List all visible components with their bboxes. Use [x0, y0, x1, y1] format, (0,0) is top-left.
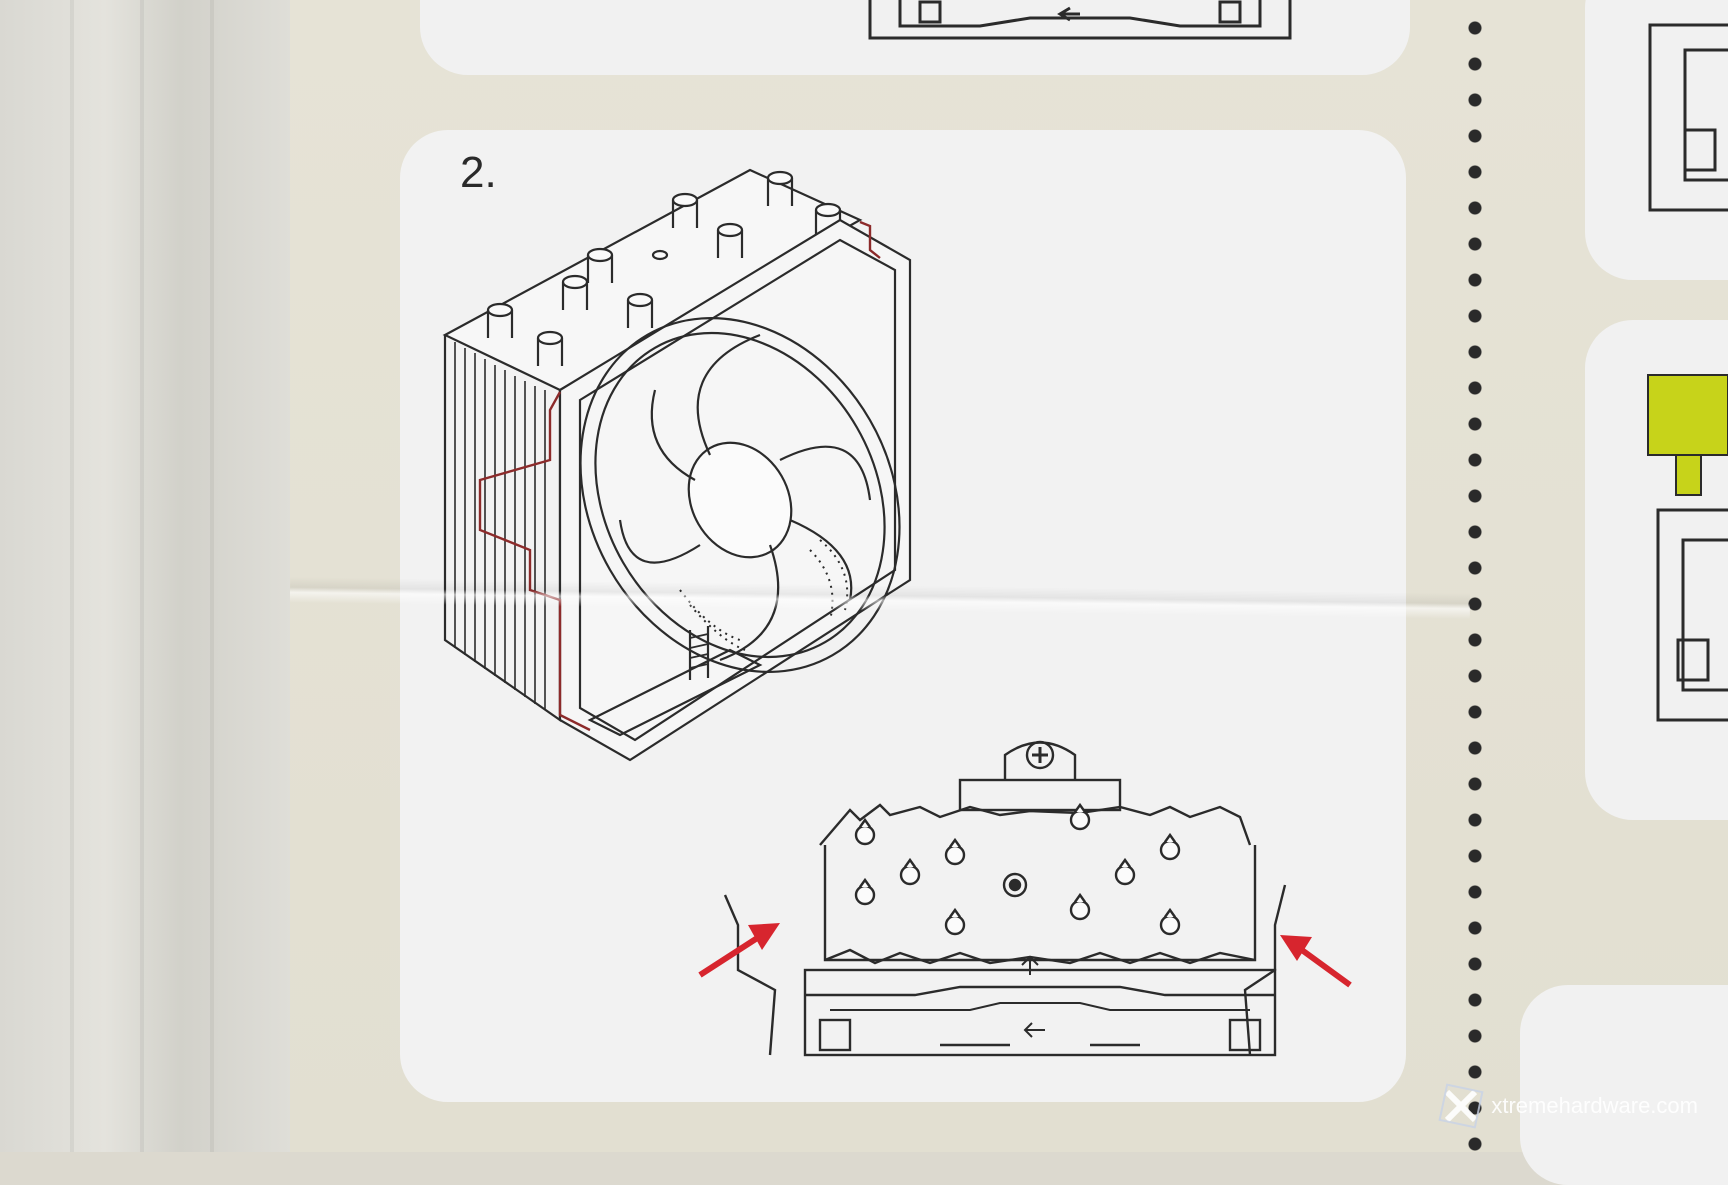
adjacent-panel-bottom: [1520, 985, 1728, 1185]
red-arrow-icon: [1280, 935, 1352, 988]
adjacent-step-diagram-top: [1648, 23, 1728, 212]
x-logo-icon: [1438, 1083, 1484, 1129]
watermark-text: xtremehardware.com: [1491, 1093, 1698, 1118]
cpu-cooler-diagram: [442, 168, 912, 762]
adjacent-step-diagram-middle: [1647, 374, 1728, 722]
step-1-bracket-diagram: [868, 0, 1292, 40]
watermark: xtremehardware.com: [1438, 1083, 1698, 1129]
adjacent-panel-top: [1585, 0, 1728, 280]
red-arrow-icon: [698, 923, 780, 978]
background-wall: [0, 0, 300, 1152]
perforation-line: [1460, 0, 1490, 1152]
step-number: 2.: [460, 148, 497, 197]
mounting-bracket-front-view: [698, 740, 1352, 1057]
